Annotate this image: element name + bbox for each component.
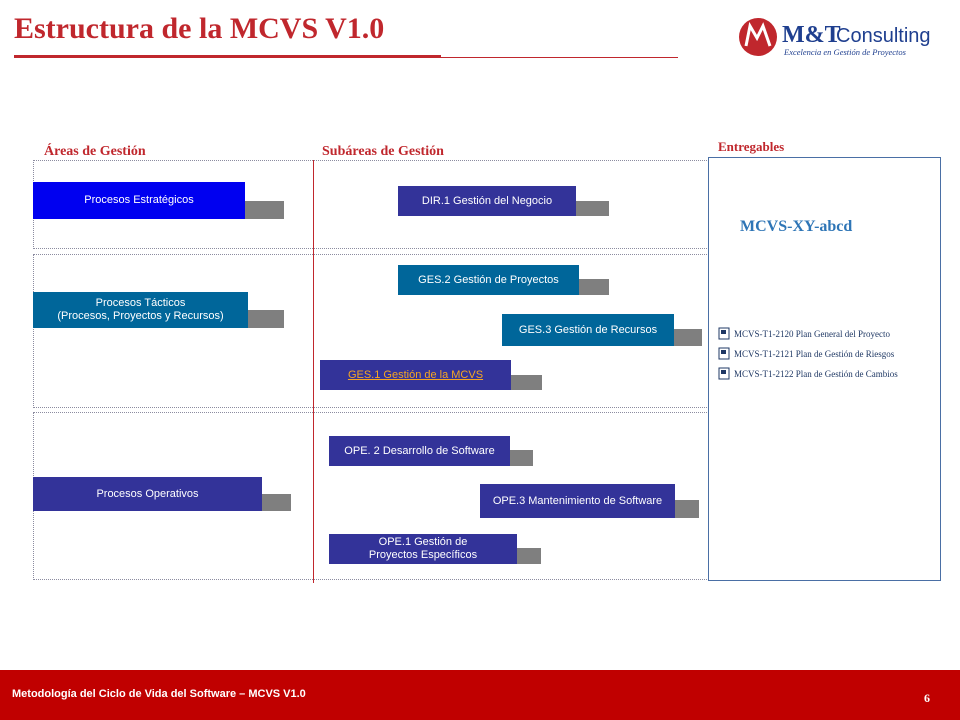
document-link-2120[interactable]: MCVS-T1-2120 Plan General del Proyecto [718, 327, 890, 340]
title-underline [14, 55, 441, 58]
document-icon [718, 367, 730, 380]
bar-shadow [511, 375, 542, 390]
subarea-ope2[interactable]: OPE. 2 Desarrollo de Software [329, 436, 510, 466]
subarea-ges1-link[interactable]: GES.1 Gestión de la MCVS [320, 360, 511, 390]
bar-shadow [245, 201, 284, 219]
logo-brand-consulting: Consulting [836, 25, 931, 47]
bar-shadow [675, 500, 699, 518]
bar-shadow [517, 548, 541, 564]
area-procesos-tacticos[interactable]: Procesos Tácticos (Procesos, Proyectos y… [33, 292, 248, 328]
bar-shadow [576, 201, 609, 216]
footer-bar [0, 670, 960, 720]
page-title: Estructura de la MCVS V1.0 [14, 12, 385, 45]
ges1-link[interactable]: GES.1 Gestión de la MCVS [347, 368, 484, 381]
subarea-dir1[interactable]: DIR.1 Gestión del Negocio [398, 186, 576, 216]
column-header-areas: Áreas de Gestión [44, 144, 146, 159]
mt-consulting-logo: M&T Consulting Excelencia en Gestión de … [739, 18, 931, 57]
page-number: 6 [924, 691, 930, 705]
column-divider [313, 160, 314, 583]
entregables-panel [708, 157, 941, 581]
area-procesos-operativos[interactable]: Procesos Operativos [33, 477, 262, 511]
subarea-ope1[interactable]: OPE.1 Gestión de Proyectos Específicos [329, 534, 517, 564]
subarea-ges3[interactable]: GES.3 Gestión de Recursos [502, 314, 674, 346]
entregables-code: MCVS-XY-abcd [740, 218, 853, 235]
document-icon [718, 347, 730, 360]
column-header-entregables: Entregables [718, 139, 785, 154]
column-header-subareas: Subáreas de Gestión [322, 144, 444, 159]
bar-shadow [674, 329, 702, 346]
subarea-ope3[interactable]: OPE.3 Mantenimiento de Software [480, 484, 675, 518]
logo-brand-mt: M&T [782, 22, 841, 48]
logo-tagline: Excelencia en Gestión de Proyectos [783, 47, 907, 57]
bar-shadow [579, 279, 609, 295]
document-link-2122[interactable]: MCVS-T1-2122 Plan de Gestión de Cambios [718, 367, 898, 380]
document-link-2121[interactable]: MCVS-T1-2121 Plan de Gestión de Riesgos [718, 347, 894, 360]
footer-text: Metodología del Ciclo de Vida del Softwa… [12, 688, 306, 700]
bar-shadow [510, 450, 533, 466]
bar-shadow [262, 494, 291, 511]
bar-shadow [248, 310, 284, 328]
document-icon [718, 327, 730, 340]
area-procesos-estrategicos[interactable]: Procesos Estratégicos [33, 182, 245, 219]
subarea-ges2[interactable]: GES.2 Gestión de Proyectos [398, 265, 579, 295]
title-underline-thin [441, 57, 678, 58]
